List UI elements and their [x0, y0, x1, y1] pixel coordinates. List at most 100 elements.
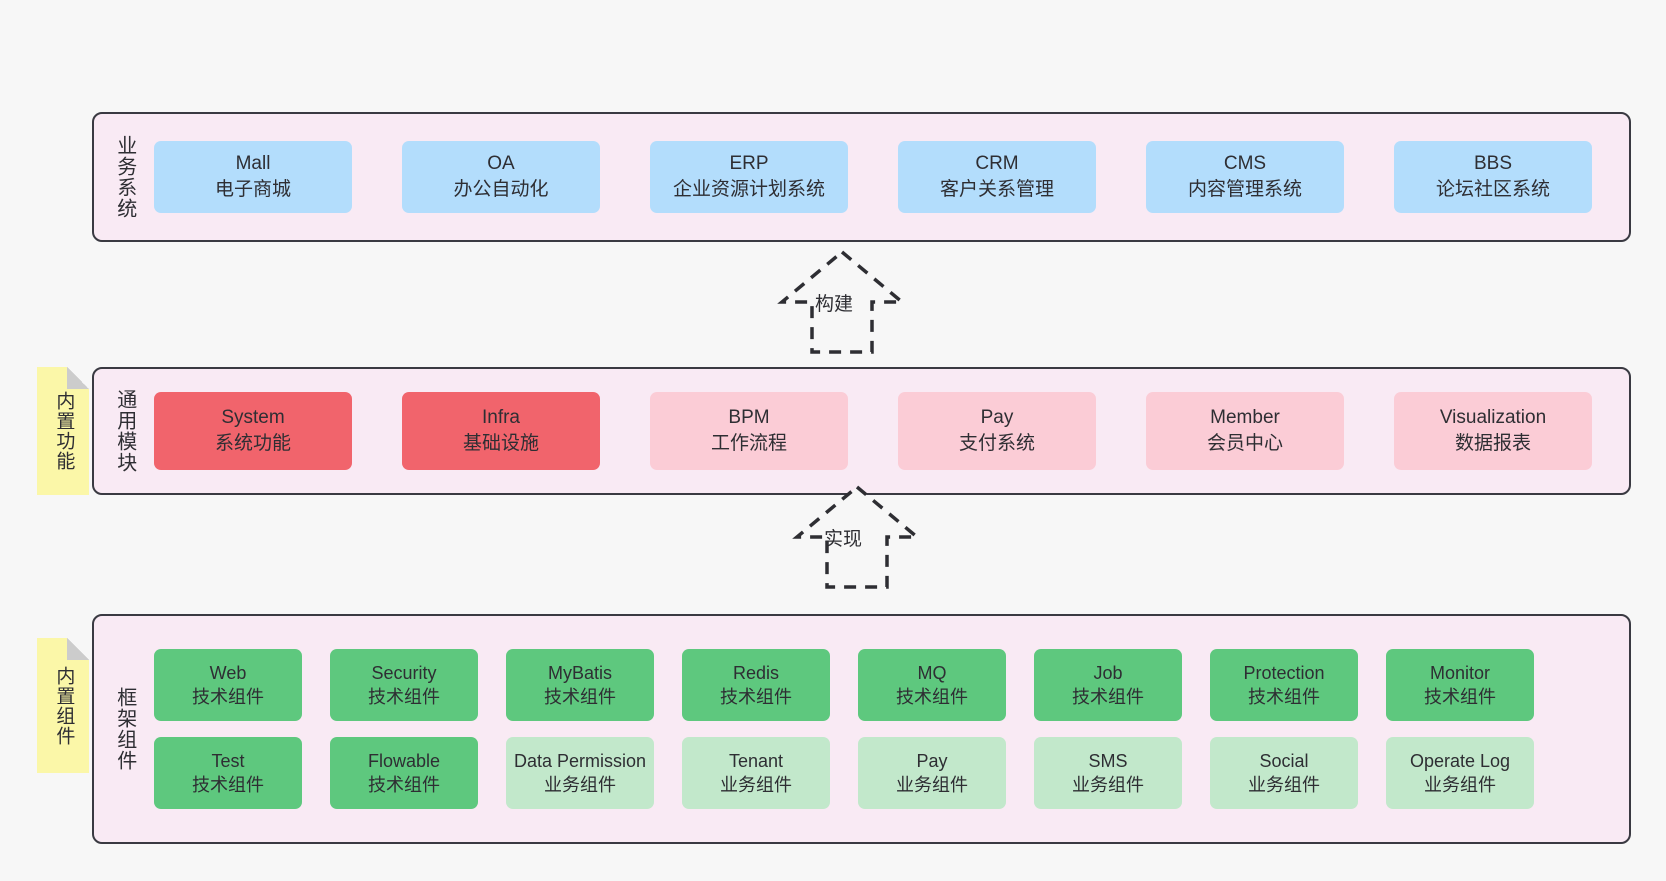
node-monitor[interactable]: Monitor 技术组件	[1386, 649, 1534, 721]
node-row: Mall 电子商城 OA 办公自动化 ERP 企业资源计划系统 CRM 客户关系…	[154, 141, 1611, 213]
node-title-cn: 业务组件	[1248, 775, 1320, 795]
layer-framework-components-boxes: Web 技术组件 Security 技术组件 MyBatis 技术组件 Redi…	[142, 616, 1629, 842]
node-title-en: BBS	[1473, 153, 1513, 175]
node-title-cn: 技术组件	[192, 775, 264, 795]
node-title-en: System	[221, 407, 285, 429]
node-title-en: Visualization	[1439, 407, 1547, 429]
node-web[interactable]: Web 技术组件	[154, 649, 302, 721]
node-title-cn: 业务组件	[720, 775, 792, 795]
node-row: Test 技术组件 Flowable 技术组件 Data Permission …	[154, 737, 1611, 809]
node-protection[interactable]: Protection 技术组件	[1210, 649, 1358, 721]
node-title-cn: 技术组件	[368, 687, 440, 707]
node-title-en: Infra	[481, 407, 521, 429]
node-title-en: SMS	[1088, 750, 1128, 771]
node-title-cn: 业务组件	[896, 775, 968, 795]
node-title-en: Redis	[732, 662, 780, 683]
node-title-cn: 技术组件	[544, 687, 616, 707]
node-title-en: Operate Log	[1409, 750, 1511, 771]
node-title-en: CRM	[975, 153, 1019, 175]
node-title-en: Pay	[916, 750, 948, 771]
node-title-en: Security	[371, 662, 437, 683]
arrow-implement: 实现	[762, 482, 962, 592]
node-oa[interactable]: OA 办公自动化	[402, 141, 600, 213]
layer-label-common-modules: 通用模块	[113, 389, 136, 473]
node-title-cn: 内容管理系统	[1187, 179, 1302, 200]
node-bbs[interactable]: BBS 论坛社区系统	[1394, 141, 1592, 213]
node-title-en: CMS	[1223, 153, 1267, 175]
node-title-en: Social	[1259, 750, 1309, 771]
node-security[interactable]: Security 技术组件	[330, 649, 478, 721]
node-title-cn: 技术组件	[192, 687, 264, 707]
node-title-en: MQ	[917, 662, 947, 683]
node-redis[interactable]: Redis 技术组件	[682, 649, 830, 721]
node-title-cn: 技术组件	[368, 775, 440, 795]
node-title-cn: 企业资源计划系统	[672, 179, 825, 200]
sticky-note-builtin-function: 内置功能	[37, 367, 89, 495]
layer-business-systems-boxes: Mall 电子商城 OA 办公自动化 ERP 企业资源计划系统 CRM 客户关系…	[142, 114, 1629, 240]
node-title-cn: 电子商城	[214, 179, 291, 200]
node-pay-component[interactable]: Pay 业务组件	[858, 737, 1006, 809]
node-title-en: Mall	[235, 153, 271, 175]
layer-common-modules: 通用模块 System 系统功能 Infra 基础设施 BPM 工作流程 Pay…	[92, 367, 1631, 495]
node-tenant[interactable]: Tenant 业务组件	[682, 737, 830, 809]
layer-label-framework-components: 框架组件	[113, 687, 136, 771]
node-title-en: Web	[209, 662, 247, 683]
node-member[interactable]: Member 会员中心	[1146, 392, 1344, 470]
node-title-en: Protection	[1243, 662, 1325, 683]
node-title-en: BPM	[728, 407, 770, 429]
node-title-en: Member	[1210, 407, 1280, 429]
layer-common-modules-boxes: System 系统功能 Infra 基础设施 BPM 工作流程 Pay 支付系统…	[142, 369, 1629, 493]
arrow-implement-icon	[792, 484, 922, 589]
sticky-note-builtin-component: 内置组件	[37, 638, 89, 773]
node-title-en: Flowable	[367, 750, 441, 771]
node-cms[interactable]: CMS 内容管理系统	[1146, 141, 1344, 213]
node-title-cn: 基础设施	[462, 433, 539, 454]
node-mall[interactable]: Mall 电子商城	[154, 141, 352, 213]
node-flowable[interactable]: Flowable 技术组件	[330, 737, 478, 809]
node-title-cn: 业务组件	[1072, 775, 1144, 795]
node-title-cn: 业务组件	[544, 775, 616, 795]
node-title-cn: 支付系统	[958, 433, 1035, 454]
node-title-en: Pay	[980, 407, 1014, 429]
sticky-note-label: 内置组件	[53, 665, 75, 746]
arrow-implement-label: 实现	[824, 529, 863, 550]
node-title-en: OA	[487, 153, 515, 175]
node-row: Web 技术组件 Security 技术组件 MyBatis 技术组件 Redi…	[154, 649, 1611, 721]
node-title-en: MyBatis	[547, 662, 612, 683]
node-title-en: Monitor	[1429, 662, 1491, 683]
node-sms[interactable]: SMS 业务组件	[1034, 737, 1182, 809]
node-mybatis[interactable]: MyBatis 技术组件	[506, 649, 654, 721]
arrow-build: 构建	[747, 247, 947, 357]
node-operate-log[interactable]: Operate Log 业务组件	[1386, 737, 1534, 809]
node-row: System 系统功能 Infra 基础设施 BPM 工作流程 Pay 支付系统…	[154, 392, 1611, 470]
node-title-cn: 技术组件	[896, 687, 968, 707]
node-title-cn: 技术组件	[1248, 687, 1320, 707]
node-visualization[interactable]: Visualization 数据报表	[1394, 392, 1592, 470]
node-test[interactable]: Test 技术组件	[154, 737, 302, 809]
node-erp[interactable]: ERP 企业资源计划系统	[650, 141, 848, 213]
node-title-cn: 技术组件	[720, 687, 792, 707]
node-title-cn: 数据报表	[1454, 433, 1531, 454]
node-title-cn: 业务组件	[1424, 775, 1496, 795]
node-title-en: Job	[1093, 662, 1123, 683]
node-infra[interactable]: Infra 基础设施	[402, 392, 600, 470]
node-title-cn: 客户关系管理	[939, 179, 1054, 200]
layer-framework-components: 框架组件 Web 技术组件 Security 技术组件 MyBatis 技术组件…	[92, 614, 1631, 844]
node-job[interactable]: Job 技术组件	[1034, 649, 1182, 721]
node-title-cn: 工作流程	[710, 433, 787, 454]
node-bpm[interactable]: BPM 工作流程	[650, 392, 848, 470]
node-title-en: Test	[211, 750, 245, 771]
node-mq[interactable]: MQ 技术组件	[858, 649, 1006, 721]
node-title-cn: 会员中心	[1206, 433, 1283, 454]
node-system[interactable]: System 系统功能	[154, 392, 352, 470]
node-data-permission[interactable]: Data Permission 业务组件	[506, 737, 654, 809]
node-title-cn: 技术组件	[1424, 687, 1496, 707]
node-crm[interactable]: CRM 客户关系管理	[898, 141, 1096, 213]
layer-label-business-systems: 业务系统	[113, 135, 136, 219]
node-pay-module[interactable]: Pay 支付系统	[898, 392, 1096, 470]
node-social[interactable]: Social 业务组件	[1210, 737, 1358, 809]
sticky-note-label: 内置功能	[53, 391, 75, 471]
node-title-en: Data Permission	[513, 750, 647, 771]
node-title-en: ERP	[729, 153, 769, 175]
